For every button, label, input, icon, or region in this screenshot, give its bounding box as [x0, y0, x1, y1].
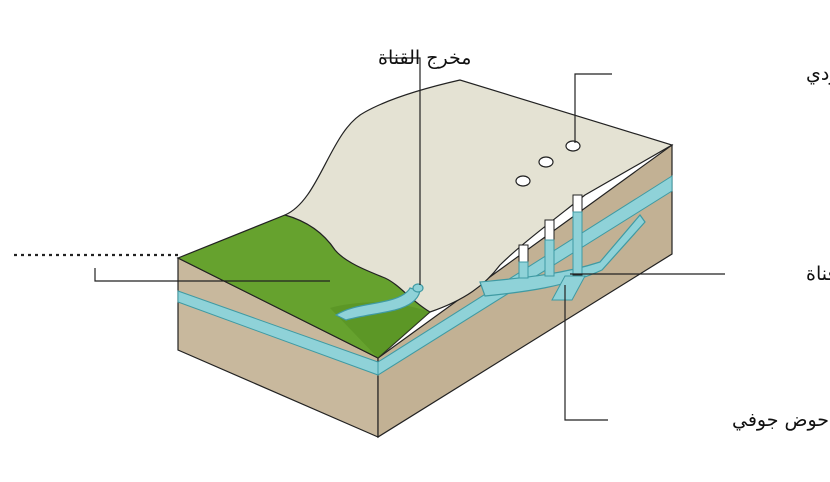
- leader-valley: [94, 268, 330, 282]
- shaft-1-water: [518, 261, 529, 279]
- leader-aquifer: [564, 285, 608, 421]
- label-canal-outlet: مخرج القناة: [378, 47, 471, 69]
- leader-vertical-shaft: [574, 73, 612, 143]
- label-aquifer: حوض جوفي: [732, 409, 829, 431]
- shaft-opening-3: [565, 140, 581, 152]
- label-canal: قناة: [806, 263, 830, 285]
- shaft-3-water: [572, 211, 583, 275]
- shaft-opening-1: [515, 175, 531, 187]
- shaft-2-water: [544, 239, 555, 277]
- shaft-opening-2: [538, 156, 554, 168]
- canal-branch: [551, 275, 586, 301]
- leader-canal-outlet: [382, 57, 421, 285]
- canal-outlet-point: [412, 283, 424, 293]
- label-vertical-shaft: بئر مدخل عامودي: [806, 63, 830, 85]
